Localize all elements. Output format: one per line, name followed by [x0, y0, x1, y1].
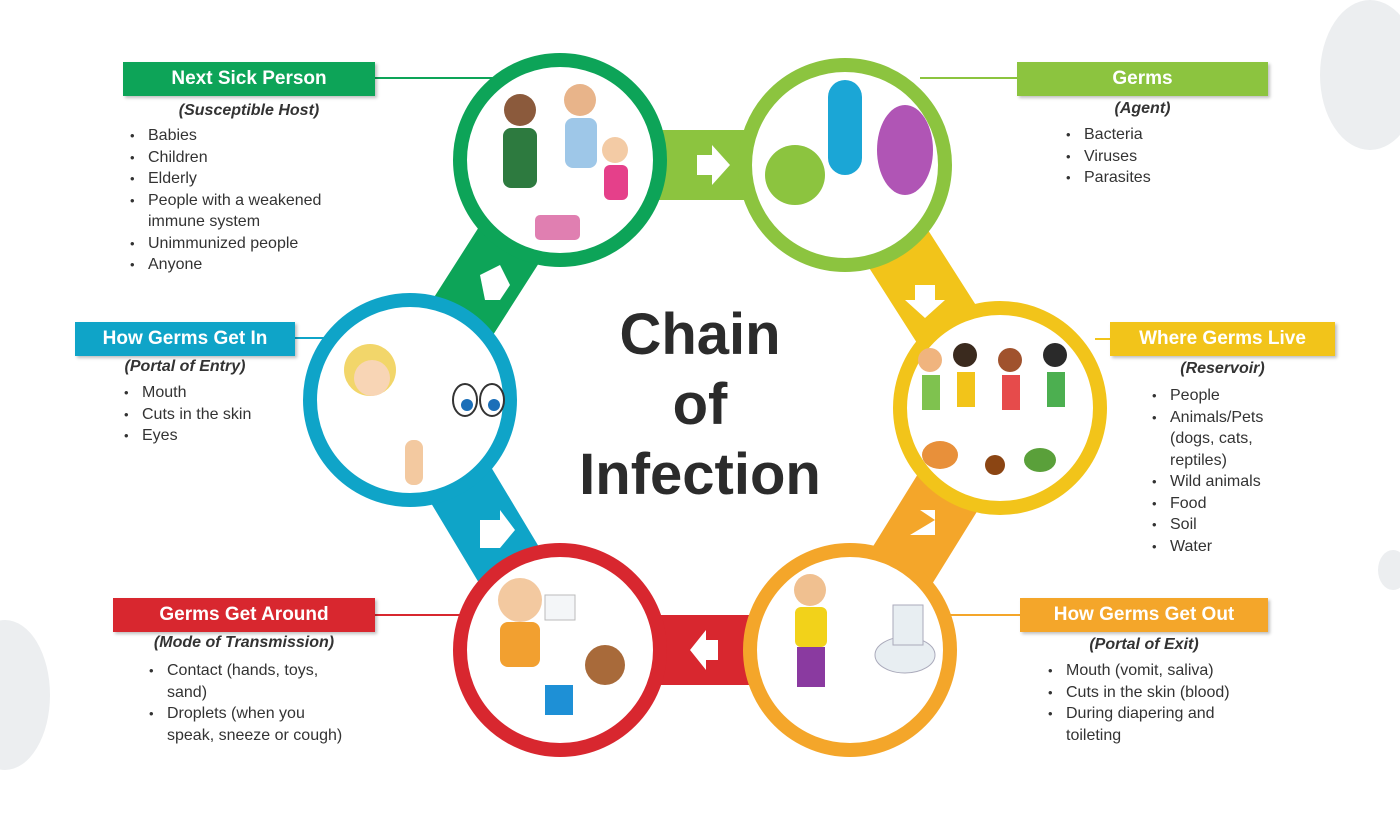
connector-line	[945, 614, 1020, 616]
entry-list: Mouth Cuts in the skin Eyes	[120, 382, 320, 447]
background-germ-decoration	[1320, 0, 1400, 150]
list-item: Cuts in the skin (blood)	[1044, 682, 1294, 704]
list-item: People	[1148, 385, 1308, 407]
transmission-circle	[453, 543, 667, 757]
connector-line	[375, 77, 495, 79]
list-item: Children	[126, 147, 356, 169]
list-item: Droplets (when you speak, sneeze or coug…	[145, 703, 345, 746]
list-item: During diapering and toileting	[1044, 703, 1234, 746]
background-germ-decoration	[1378, 550, 1400, 590]
arrow-left-icon	[690, 630, 718, 670]
arrow-up-right-icon	[480, 265, 510, 300]
list-item: Parasites	[1062, 167, 1262, 189]
transmission-subtitle: (Mode of Transmission)	[153, 634, 335, 651]
connector-line	[295, 337, 325, 339]
arrow-icons	[480, 145, 945, 670]
agent-label: Germs	[1017, 62, 1268, 96]
list-item: Viruses	[1062, 146, 1262, 168]
list-item: People with a weakened immune system	[126, 190, 326, 233]
list-item: Mouth (vomit, saliva)	[1044, 660, 1294, 682]
list-item: Wild animals	[1148, 471, 1308, 493]
reservoir-list: People Animals/Pets (dogs, cats, reptile…	[1148, 385, 1308, 557]
arrow-right-icon	[697, 145, 730, 185]
entry-label: How Germs Get In	[75, 322, 295, 356]
child-eyes-illustration	[344, 344, 505, 485]
child-toilet-illustration	[794, 574, 936, 687]
list-item: Unimmunized people	[126, 233, 356, 255]
list-item: Food	[1148, 493, 1308, 515]
reservoir-label: Where Germs Live	[1110, 322, 1335, 356]
connector-line	[920, 77, 1017, 79]
arrow-up-icon	[480, 510, 515, 548]
sneezing-child-illustration	[498, 578, 625, 715]
exit-label: How Germs Get Out	[1020, 598, 1268, 632]
center-blob	[505, 220, 905, 590]
list-item: Soil	[1148, 514, 1308, 536]
agent-list: Bacteria Viruses Parasites	[1062, 124, 1262, 189]
list-item: Contact (hands, toys, sand)	[145, 660, 345, 703]
host-list: Babies Children Elderly People with a we…	[126, 125, 356, 276]
people-illustration	[503, 84, 628, 240]
children-pets-illustration	[918, 343, 1067, 475]
connector-line	[375, 614, 465, 616]
germs-illustration	[765, 80, 933, 205]
reservoir-subtitle: (Reservoir)	[1180, 360, 1265, 377]
transmission-label: Germs Get Around	[113, 598, 375, 632]
list-item: Animals/Pets (dogs, cats, reptiles)	[1148, 407, 1298, 472]
host-label: Next Sick Person	[123, 62, 375, 96]
agent-subtitle: (Agent)	[1114, 100, 1171, 117]
arrow-down-icon	[905, 285, 945, 318]
list-item: Anyone	[126, 254, 356, 276]
list-item: Babies	[126, 125, 356, 147]
list-item: Eyes	[120, 425, 320, 447]
host-subtitle: (Susceptible Host)	[178, 102, 320, 119]
entry-subtitle: (Portal of Entry)	[124, 358, 246, 375]
list-item: Bacteria	[1062, 124, 1262, 146]
list-item: Water	[1148, 536, 1308, 558]
arrow-down-left-icon	[910, 510, 935, 535]
list-item: Elderly	[126, 168, 356, 190]
transmission-list: Contact (hands, toys, sand) Droplets (wh…	[145, 660, 355, 746]
list-item: Mouth	[120, 382, 320, 404]
exit-subtitle: (Portal of Exit)	[1089, 636, 1199, 653]
exit-list: Mouth (vomit, saliva) Cuts in the skin (…	[1044, 660, 1294, 746]
list-item: Cuts in the skin	[120, 404, 320, 426]
connector-line	[1095, 338, 1110, 340]
